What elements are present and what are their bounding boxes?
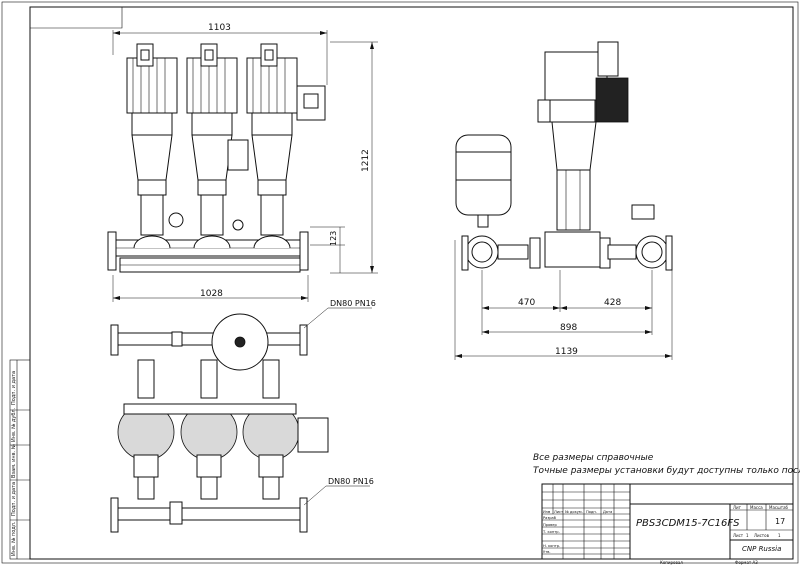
title-block-header: Масса bbox=[750, 505, 763, 510]
control-cabinet bbox=[595, 77, 629, 123]
title-block-role: Утв. bbox=[543, 550, 551, 554]
title-block-role: Н. контр. bbox=[543, 544, 560, 548]
title-block-header: № докум. bbox=[565, 510, 583, 514]
sheets-label: Листов bbox=[754, 533, 770, 538]
side-stamp-label: Подп. и дата bbox=[11, 482, 17, 516]
dimension-label: 123 bbox=[329, 231, 338, 246]
flange-callout: DN80 PN16 bbox=[330, 299, 376, 308]
front-view: 1103 1212 123 1028 bbox=[107, 23, 378, 302]
copied-label: Копировал bbox=[660, 560, 683, 565]
scale-value: 17 bbox=[775, 517, 785, 526]
pump-unit bbox=[117, 359, 175, 500]
title-block-header: Изм bbox=[543, 510, 551, 514]
dimension-label: 1028 bbox=[200, 289, 223, 299]
side-stamp-label: Подп. и дата bbox=[11, 371, 17, 405]
expansion-vessel bbox=[455, 134, 512, 216]
dimension-label: 470 bbox=[518, 298, 535, 308]
sheets-total: 1 bbox=[778, 533, 781, 538]
control-cabinet bbox=[297, 417, 329, 453]
title-block-header: Подп. bbox=[586, 510, 597, 514]
dimension-label: 1103 bbox=[208, 23, 231, 33]
title-block-header: Масштаб bbox=[769, 505, 789, 510]
note-line: Все размеры справочные bbox=[533, 453, 654, 463]
pump-unit bbox=[126, 43, 178, 249]
side-stamp-label: Взам. инв. № bbox=[11, 443, 17, 478]
sheet-number: 1 bbox=[746, 533, 749, 538]
pump-unit bbox=[242, 359, 300, 500]
company-name: CNP Russia bbox=[742, 545, 781, 553]
pump-unit bbox=[246, 43, 298, 249]
drawing-designation: PBS3CDM15-7C16FS bbox=[636, 518, 740, 529]
title-block-role: Разраб bbox=[543, 516, 557, 520]
dimension-label: 898 bbox=[560, 323, 577, 333]
plan-view: DN80 PN16 DN80 PN16 bbox=[110, 299, 376, 533]
side-stamp: Подп. и дата Инв. № дубл. Взам. инв. № П… bbox=[9, 359, 31, 560]
side-stamp-label: Инв. № дубл. bbox=[11, 407, 17, 442]
dimension-label: 1139 bbox=[555, 347, 578, 357]
side-stamp-label: Инв. № подл. bbox=[11, 521, 17, 556]
title-block-header: Лит bbox=[733, 505, 742, 510]
inner-frame bbox=[29, 6, 794, 560]
dimension-label: 428 bbox=[604, 298, 621, 308]
title-block-role: Провер bbox=[543, 523, 558, 527]
pump-unit bbox=[186, 43, 238, 249]
note-line: Точные размеры установки будут доступны … bbox=[533, 466, 800, 476]
format-label: Формат A3 bbox=[735, 560, 758, 565]
sheet-label: Лист bbox=[733, 533, 744, 538]
title-block-role: Т. контр. bbox=[542, 530, 560, 534]
title-block: Изм Лист № докум. Подп. Дата Разраб Пров… bbox=[541, 483, 794, 565]
flange-callout: DN80 PN16 bbox=[328, 477, 374, 486]
pump-unit bbox=[180, 359, 238, 500]
title-block-header: Лист bbox=[554, 510, 563, 514]
side-view: 470 428 898 1139 bbox=[454, 41, 673, 360]
top-left-stamp bbox=[30, 7, 123, 29]
title-block-header: Дата bbox=[603, 510, 612, 514]
dimension-label: 1212 bbox=[361, 149, 371, 172]
